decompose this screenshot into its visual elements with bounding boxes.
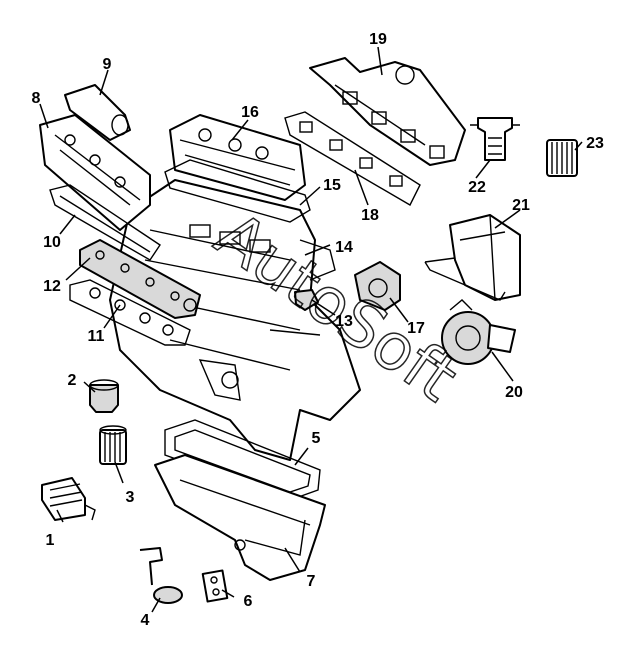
- callout-labels: 1 2 3 4 5 6 7 8 9 10 11 12 13 14 15 16 1…: [32, 31, 604, 629]
- oil-pickup-icon: [139, 547, 183, 604]
- callout-9: 9: [103, 56, 112, 73]
- pump-icon: [354, 261, 401, 311]
- engine-block-icon: [109, 179, 361, 461]
- callout-16: 16: [241, 104, 259, 121]
- callout-21: 21: [512, 197, 530, 214]
- valve-cover-icon: [169, 114, 306, 201]
- callout-18: 18: [361, 207, 379, 224]
- oil-filler-cap-icon: [89, 379, 119, 413]
- intake-manifold-icon: [39, 114, 151, 231]
- callout-17: 17: [407, 320, 425, 337]
- turbocharger-icon: [441, 299, 516, 365]
- callout-4: 4: [141, 612, 150, 629]
- callout-2: 2: [68, 372, 77, 389]
- callout-1: 1: [46, 532, 55, 549]
- cover-gasket-icon: [164, 159, 311, 223]
- sump-gasket-icon: [164, 419, 321, 501]
- callout-5: 5: [312, 430, 321, 447]
- callout-10: 10: [43, 234, 61, 251]
- callout-13: 13: [335, 313, 353, 330]
- callout-20: 20: [505, 384, 523, 401]
- callout-14: 14: [335, 239, 353, 256]
- drain-plate-icon: [201, 569, 229, 603]
- callout-15: 15: [323, 177, 341, 194]
- sensor-icon: [294, 289, 319, 311]
- callout-8: 8: [32, 90, 41, 107]
- heat-shield-icon: [424, 214, 521, 301]
- filter-element-icon: [546, 139, 578, 177]
- callout-19: 19: [369, 31, 387, 48]
- exhaust-gasket-icon: [284, 111, 421, 206]
- callout-22: 22: [468, 179, 486, 196]
- oil-sump-icon: [154, 454, 326, 581]
- oil-cooler-icon: [41, 477, 96, 521]
- callout-3: 3: [126, 489, 135, 506]
- fuel-rail-icon: [79, 239, 201, 319]
- callout-12: 12: [43, 278, 61, 295]
- callout-11: 11: [88, 328, 105, 345]
- fuel-filter-icon: [470, 117, 520, 161]
- callout-23: 23: [586, 135, 604, 152]
- intake-elbow-icon: [64, 84, 131, 141]
- oil-filter-icon: [99, 425, 127, 465]
- manifold-gasket-icon: [49, 184, 161, 261]
- callout-6: 6: [244, 593, 253, 610]
- port-gasket-icon: [69, 279, 191, 346]
- leader-lines: [39, 46, 583, 613]
- callout-7: 7: [307, 573, 316, 590]
- exhaust-manifold-icon: [309, 57, 466, 166]
